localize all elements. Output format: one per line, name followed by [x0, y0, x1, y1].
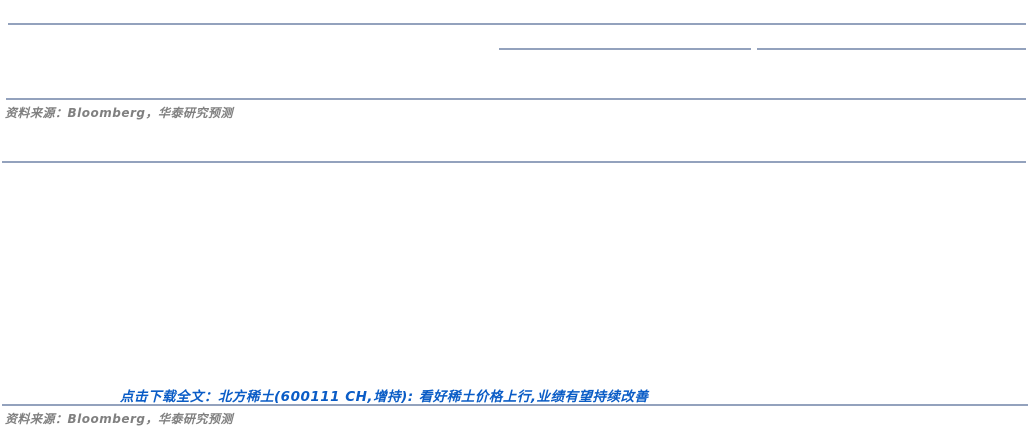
source-note-footer: 资料来源：Bloomberg，华泰研究预测	[5, 412, 233, 426]
table2-bottom-rule	[2, 404, 1028, 406]
table1-header-group-underline-right	[757, 48, 1026, 50]
table1-header-group-underline-left	[499, 48, 751, 50]
table1-top-rule	[8, 23, 1026, 25]
table1-bottom-rule	[6, 98, 1026, 100]
source-note-table1: 资料来源：Bloomberg，华泰研究预测	[5, 106, 233, 120]
download-fulltext-link[interactable]: 点击下载全文：北方稀土(600111 CH,增持): 看好稀土价格上行,业绩有望…	[120, 389, 649, 405]
table2-top-rule	[2, 161, 1026, 163]
